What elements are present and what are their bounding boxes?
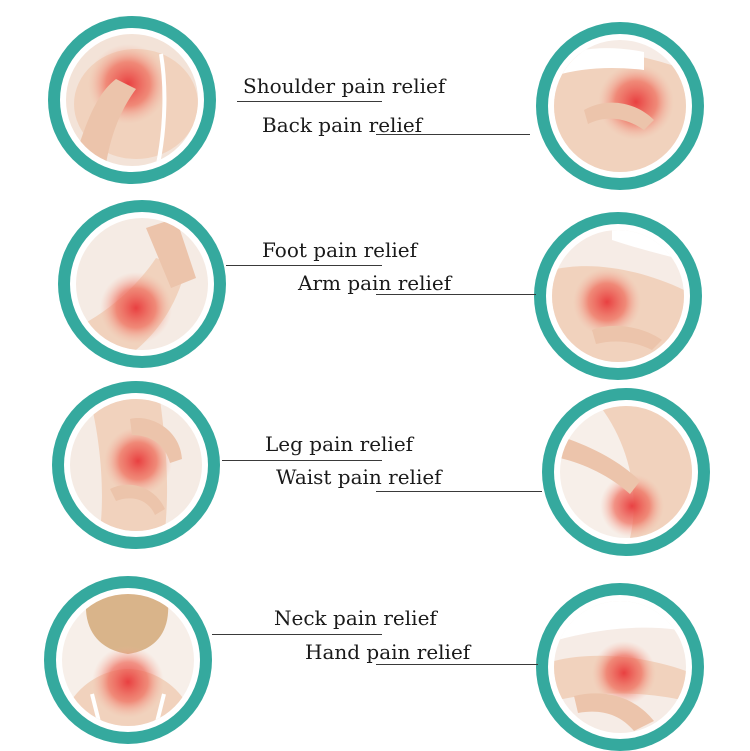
shoulder-label: Shoulder pain relief — [243, 74, 446, 98]
shoulder-ring — [48, 16, 216, 184]
arm-label: Arm pain relief — [298, 271, 452, 295]
shoulder-photo-icon — [66, 34, 198, 166]
waist-ring — [542, 388, 710, 556]
leg-photo-icon — [70, 399, 202, 531]
foot-label: Foot pain relief — [262, 238, 418, 262]
hand-ring — [536, 583, 704, 751]
hand-label: Hand pain relief — [305, 640, 471, 664]
arm-connector-line — [376, 294, 536, 295]
arm-ring — [534, 212, 702, 380]
neck-photo-icon — [62, 594, 194, 726]
foot-connector-line — [226, 265, 382, 266]
foot-photo-icon — [76, 218, 208, 350]
back-connector-line — [376, 134, 530, 135]
neck-ring — [44, 576, 212, 744]
waist-connector-line — [376, 491, 542, 492]
leg-label: Leg pain relief — [265, 432, 414, 456]
leg-ring — [52, 381, 220, 549]
hand-connector-line — [376, 664, 538, 665]
arm-photo-icon — [552, 230, 684, 362]
waist-label: Waist pain relief — [276, 465, 442, 489]
neck-label: Neck pain relief — [274, 606, 437, 630]
foot-ring — [58, 200, 226, 368]
back-label: Back pain relief — [262, 113, 423, 137]
leg-connector-line — [222, 460, 382, 461]
hand-photo-icon — [554, 601, 686, 733]
neck-connector-line — [212, 634, 382, 635]
shoulder-connector-line — [237, 101, 382, 102]
back-ring — [536, 22, 704, 190]
waist-photo-icon — [560, 406, 692, 538]
back-photo-icon — [554, 40, 686, 172]
